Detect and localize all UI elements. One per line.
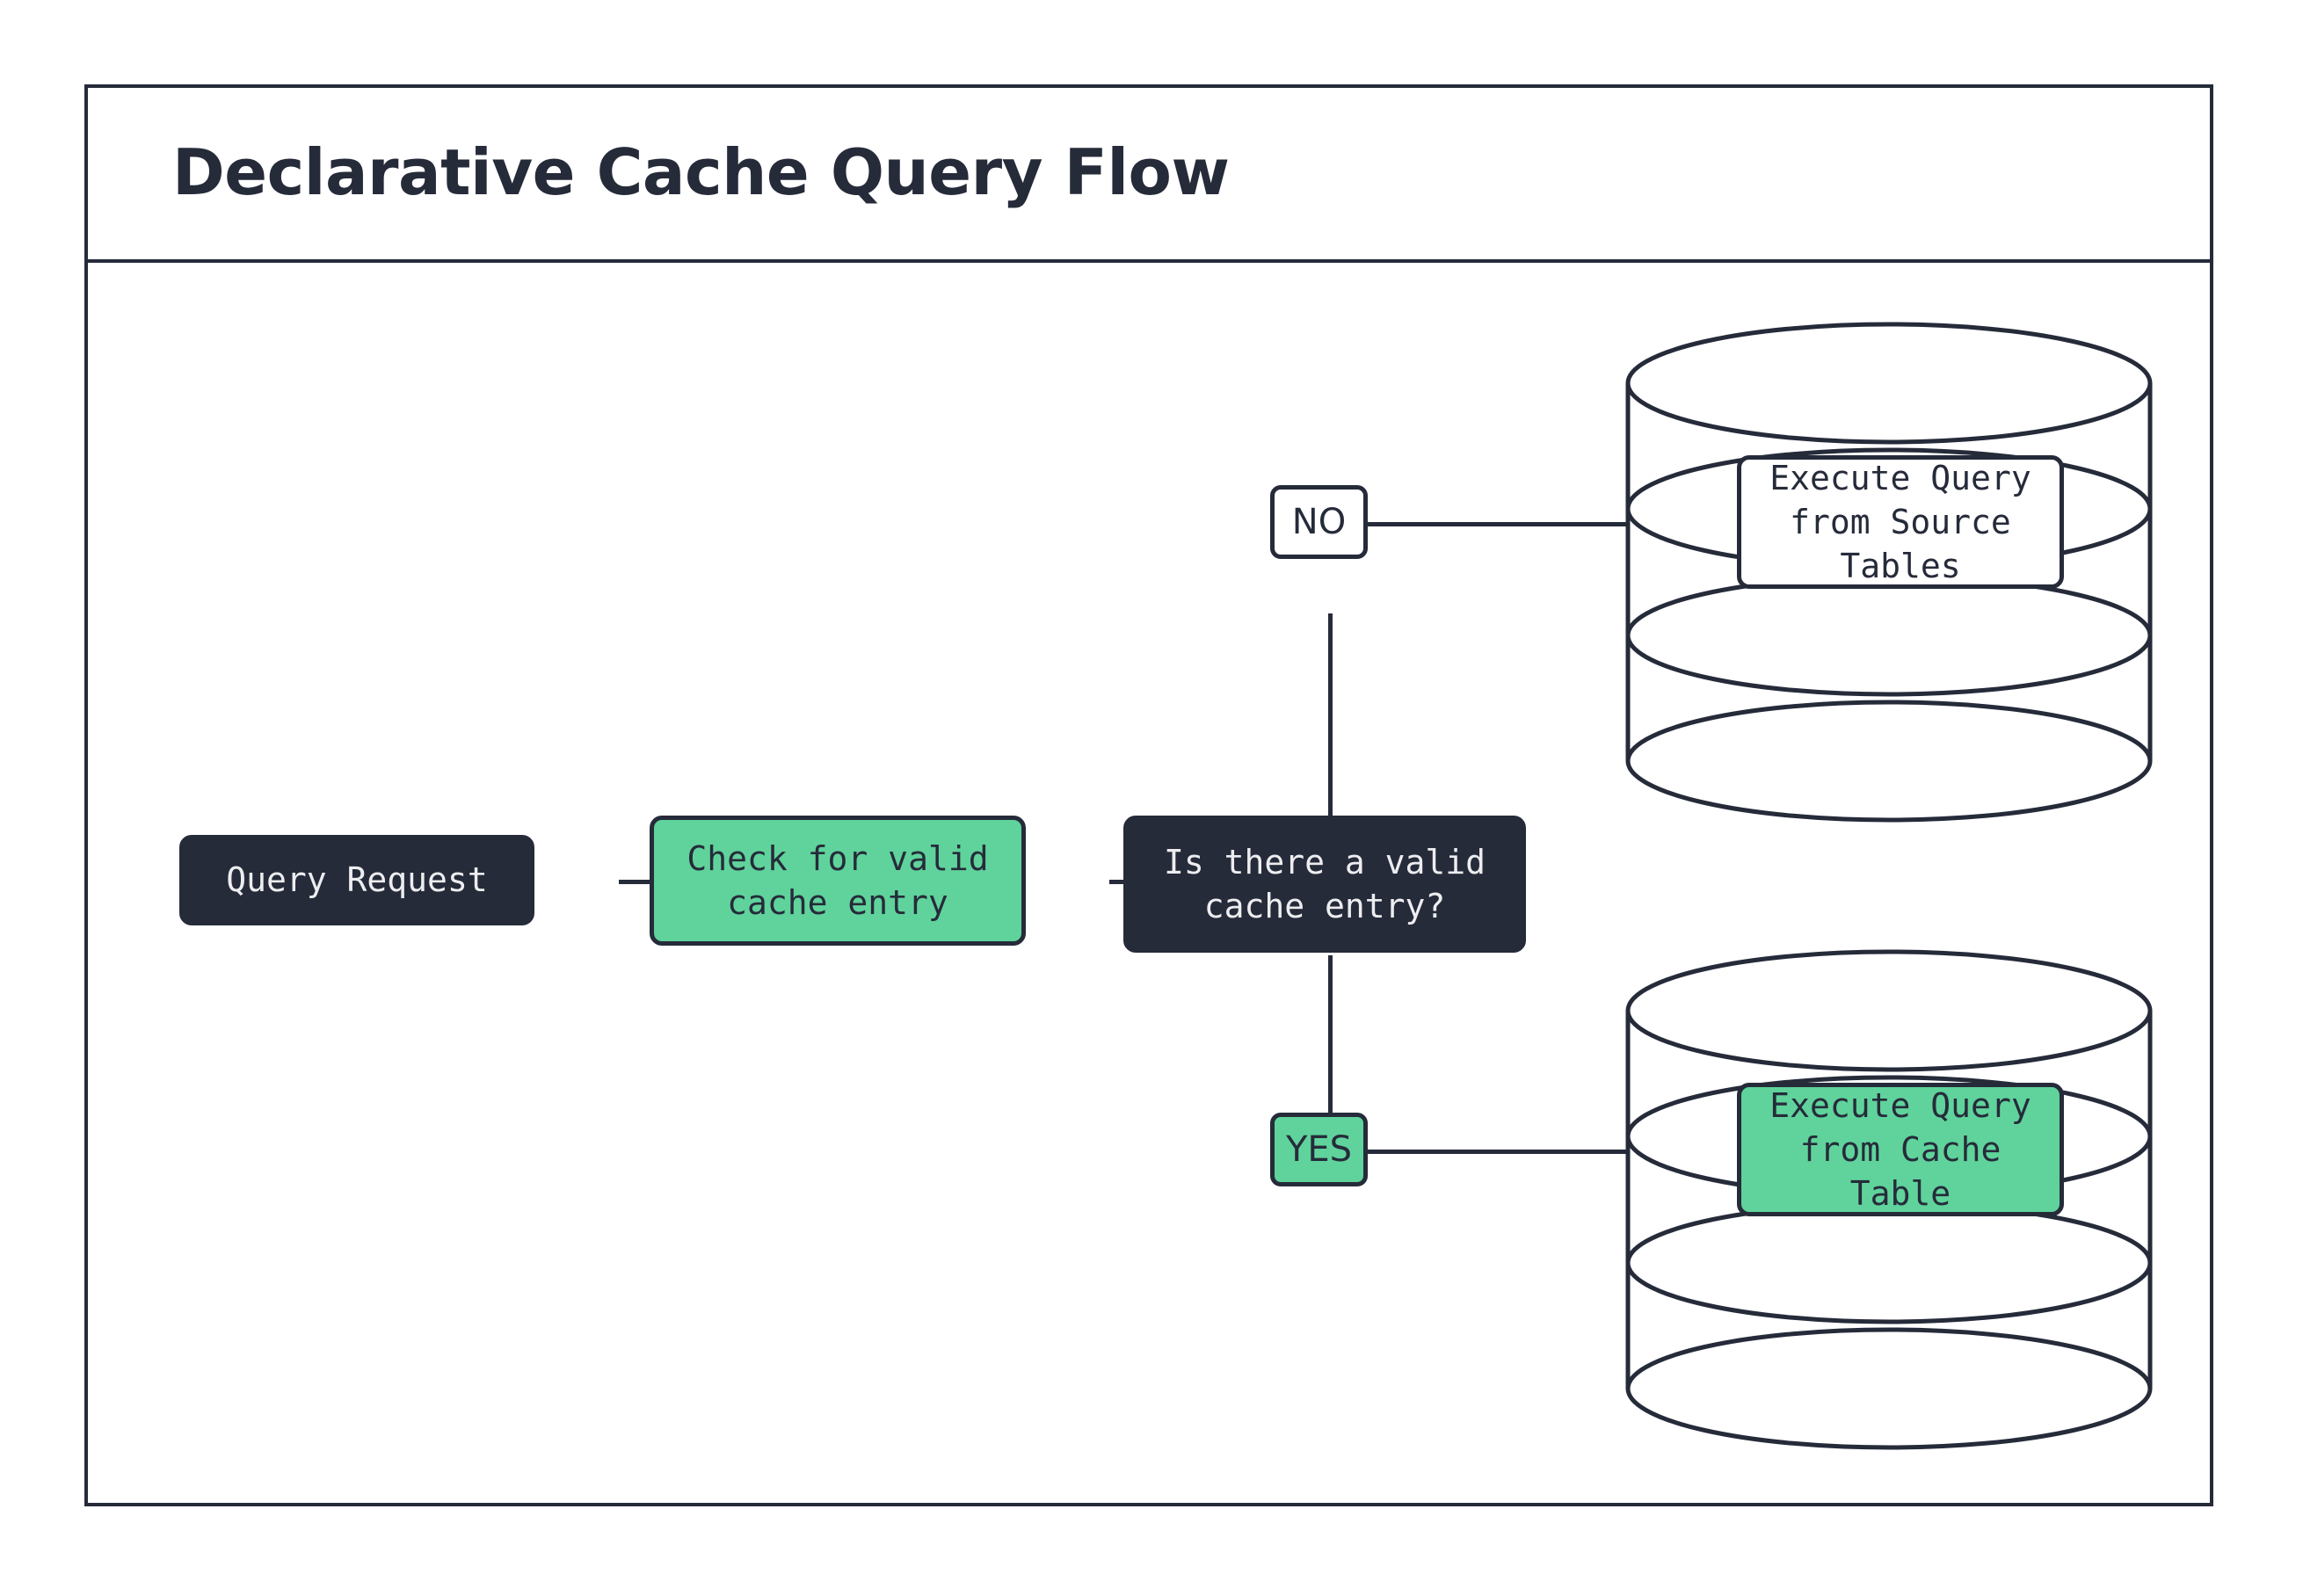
node-query-request[interactable]: Query Request xyxy=(179,835,534,925)
node-execute-query-cache-table[interactable]: Execute Query from Cache Table xyxy=(1737,1083,2064,1216)
node-check-for-valid-cache-entry[interactable]: Check for valid cache entry xyxy=(650,816,1026,946)
diagram-frame: Declarative Cache Query Flow xyxy=(84,84,2213,1506)
edge-decision-to-yes xyxy=(1328,955,1333,1128)
diagram-canvas: Execute Query from Source Tables Execute… xyxy=(88,88,2217,1510)
branch-label-yes[interactable]: YES xyxy=(1270,1113,1368,1186)
edge-yes-to-cache-table xyxy=(1367,1150,1631,1154)
node-decision-valid-cache-entry[interactable]: Is there a valid cache entry? xyxy=(1123,816,1526,953)
edge-no-to-source-tables xyxy=(1367,522,1631,526)
diagram-title-bar: Declarative Cache Query Flow xyxy=(88,88,2210,263)
edge-decision-to-no xyxy=(1328,613,1333,820)
branch-label-no[interactable]: NO xyxy=(1270,485,1368,559)
page-title: Declarative Cache Query Flow xyxy=(172,135,1230,209)
node-execute-query-source-tables[interactable]: Execute Query from Source Tables xyxy=(1737,455,2064,589)
